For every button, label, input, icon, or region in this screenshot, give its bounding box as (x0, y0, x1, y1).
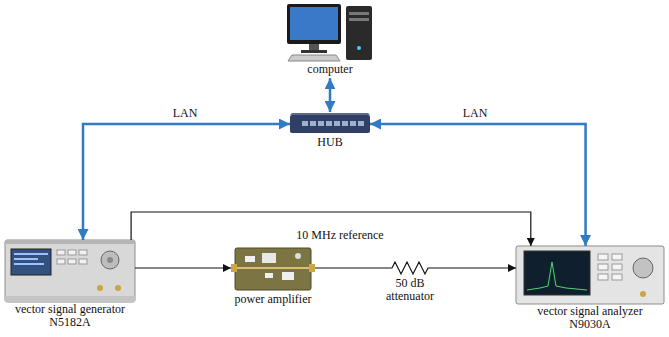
sma-connector (231, 264, 237, 272)
icon-space (5, 240, 135, 302)
knob (101, 251, 119, 269)
rf-connector (115, 285, 121, 291)
screen-line (14, 258, 38, 260)
generator-trim (5, 240, 135, 244)
port (350, 121, 356, 126)
device-label: 50 dB attenuator (380, 276, 440, 303)
key (79, 250, 87, 255)
hub-top (290, 113, 370, 115)
icon-space (380, 260, 440, 276)
hub-node: HUB (290, 113, 370, 149)
device-label: HUB (290, 135, 370, 149)
key (598, 264, 608, 270)
spectrum-trace (527, 262, 587, 290)
hub-icon (290, 113, 370, 133)
icon-space (285, 2, 375, 62)
monitor (287, 4, 341, 44)
key (57, 250, 65, 255)
knob-center (107, 257, 113, 263)
sma-connector (309, 264, 315, 272)
stand (309, 44, 319, 50)
pcb (235, 248, 311, 290)
icon-space (290, 113, 370, 135)
rf-connector (97, 285, 103, 291)
power-led (357, 46, 361, 50)
port (302, 121, 308, 126)
signal-connector (315, 267, 380, 268)
icon-space (516, 246, 664, 304)
connector-label: LAN (461, 107, 490, 120)
attenuator-node: 50 dB attenuator (380, 260, 440, 303)
port (342, 121, 348, 126)
screen-line (14, 263, 44, 265)
computer-icon (287, 4, 372, 61)
key (79, 259, 87, 264)
port (326, 121, 332, 126)
lan-connector (83, 124, 290, 240)
signal-connector (440, 267, 516, 268)
analyzer-screen (524, 251, 590, 295)
rf-connector (640, 291, 646, 297)
key (68, 259, 76, 264)
screen (290, 7, 338, 40)
lan-connector (370, 124, 586, 246)
device-label: vector signal generator N5182A (8, 302, 133, 329)
lan-connector (329, 78, 332, 112)
component (295, 253, 301, 259)
analyzer-body (516, 246, 664, 304)
key (68, 250, 76, 255)
tower (346, 6, 372, 60)
signal-generator-node: vector signal generator N5182A (5, 240, 135, 329)
component (282, 272, 294, 280)
resistor-symbol (380, 262, 440, 274)
generator-icon (5, 240, 135, 302)
component (262, 253, 276, 263)
key (612, 264, 622, 270)
base (301, 50, 327, 53)
screen-line (14, 253, 48, 255)
generator-foot (5, 296, 135, 302)
port (334, 121, 340, 126)
icon-space (231, 246, 315, 292)
device-label: vector signal analyzer N9030A (530, 304, 650, 331)
port (358, 121, 364, 126)
connector-label: LAN (171, 107, 200, 120)
amplifier-node: power amplifier (231, 246, 315, 306)
signal-connector (135, 267, 231, 268)
trace (237, 267, 309, 269)
drive-bay (349, 18, 369, 21)
port (310, 121, 316, 126)
computer-node: computer (285, 2, 375, 76)
key (612, 254, 622, 260)
key (598, 274, 608, 280)
generator-body (5, 240, 135, 302)
key (57, 259, 65, 264)
component (265, 273, 273, 278)
key (612, 274, 622, 280)
device-label: computer (285, 62, 375, 76)
port (318, 121, 324, 126)
generator-screen (11, 249, 51, 275)
hub-body (290, 115, 370, 133)
reference-connector (131, 212, 531, 246)
analyzer-icon (516, 246, 664, 304)
resistor-zigzag (380, 262, 440, 274)
keyboard (288, 55, 340, 61)
component (245, 256, 255, 262)
amplifier-icon (231, 248, 315, 290)
knob (633, 258, 653, 278)
device-label: power amplifier (231, 292, 315, 306)
signal-analyzer-node: vector signal analyzer N9030A (516, 246, 664, 331)
key (598, 254, 608, 260)
connector-label: 10 MHz reference (294, 229, 385, 242)
connectors (83, 78, 586, 268)
drive-bay (349, 12, 369, 15)
